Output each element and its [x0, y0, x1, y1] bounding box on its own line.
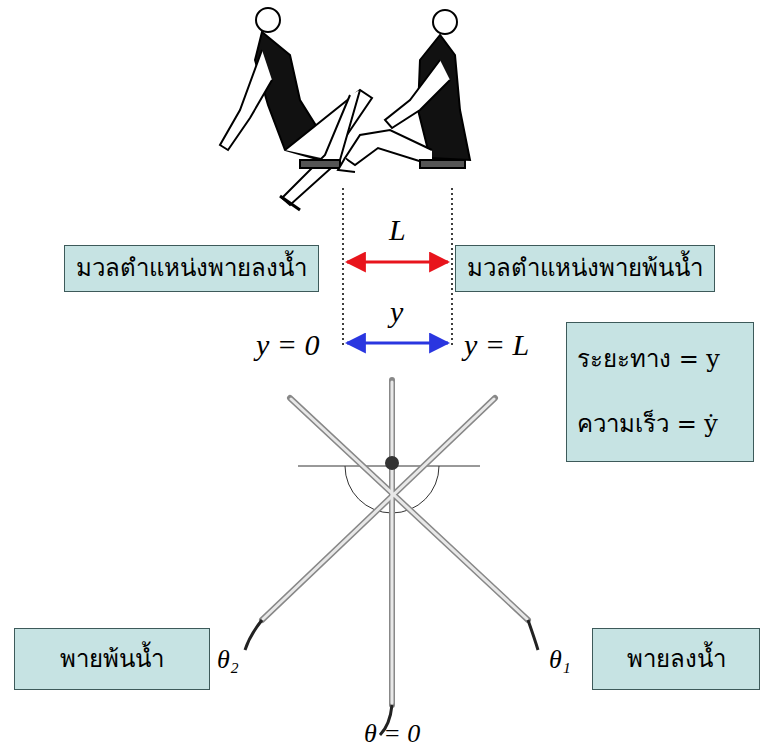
distance-label: y	[390, 297, 403, 327]
angle-label: θ₁	[549, 647, 571, 673]
box-text: พายพ้นน้ำ	[60, 643, 164, 675]
box-text: มวลตำแหน่งพายลงน้ำ	[76, 252, 307, 284]
angle-label: θ₂	[217, 647, 239, 673]
box-text: มวลตำแหน่งพายพ้นน้ำ	[467, 252, 703, 284]
position-label: y = L	[464, 330, 529, 360]
oar-diagram	[245, 380, 538, 735]
box-text: ระยะทาง = y	[577, 343, 720, 375]
rower-catch	[220, 8, 372, 210]
distance-arrow	[347, 342, 448, 345]
position-label: y = 0	[256, 330, 320, 360]
phase-box: พายพ้นน้ำ	[14, 628, 210, 690]
box-text: พายลงน้ำ	[627, 643, 726, 675]
position-box: มวลตำแหน่งพายพ้นน้ำ	[455, 245, 715, 292]
phase-box: พายลงน้ำ	[592, 628, 760, 690]
box-text: ความเร็ว = ẏ	[577, 408, 718, 440]
position-box: มวลตำแหน่งพายลงน้ำ	[64, 245, 319, 292]
angle-label: θ = 0	[364, 721, 420, 747]
state-box: ระยะทาง = y ความเร็ว = ẏ	[566, 322, 754, 462]
length-label: L	[389, 215, 406, 245]
length-arrow	[347, 261, 448, 264]
rower-finish	[338, 10, 470, 172]
position-line	[343, 188, 452, 345]
